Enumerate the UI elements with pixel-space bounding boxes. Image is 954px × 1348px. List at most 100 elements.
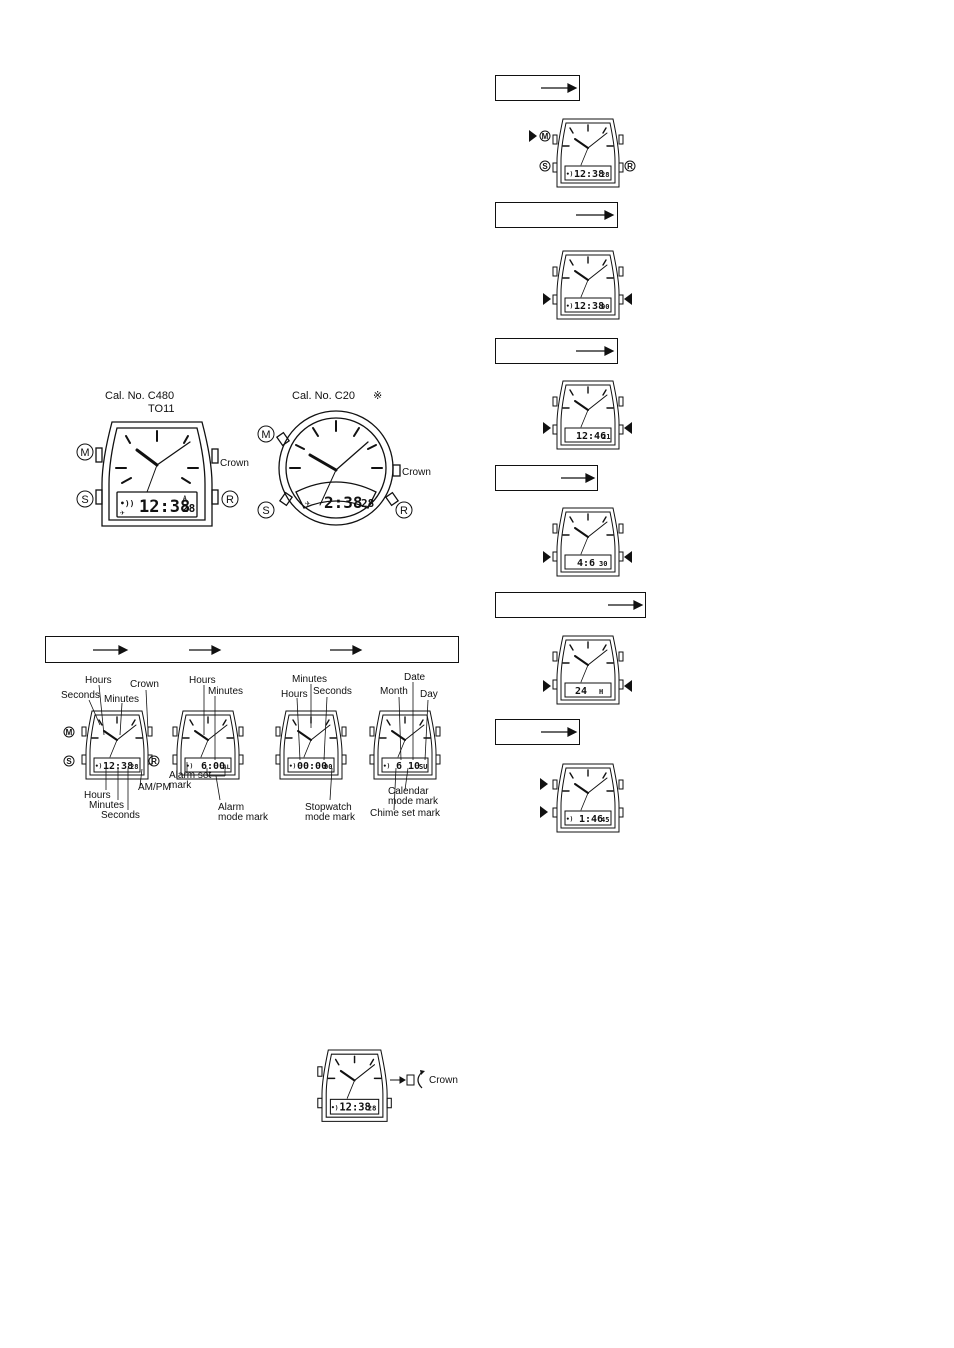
right-lcd-3: 12:46 21 [576,431,610,442]
stopwatch-mode-time: 00:00 [297,761,327,772]
svg-text:•): •) [566,171,573,178]
svg-text:S: S [262,505,269,517]
right-r-icon: R [624,160,636,172]
bottom-lcd: •) 12:38 28 [331,1102,377,1114]
svg-text:4:6: 4:6 [577,558,595,569]
svg-text:M: M [542,132,549,141]
stopwatch-seconds-label: Seconds [313,686,352,697]
svg-text:21: 21 [602,433,610,441]
svg-text:12:38: 12:38 [574,301,604,312]
stopwatch-mode-lcd: •) 00:00 00 [289,761,332,772]
svg-text:45: 45 [601,816,609,824]
c480-time: 12:38 [139,497,190,517]
svg-text:28: 28 [368,1104,377,1113]
right-lcd-1: •) 12:38 28 [566,169,609,180]
svg-text:M: M [66,728,73,737]
alarm-mode-time: 6:00 [201,761,225,772]
time-mode-r-icon: R [148,755,160,767]
mode-sequence-bar [45,636,459,663]
calendar-month-label: Month [380,686,408,697]
svg-text:24: 24 [575,686,587,697]
svg-text:R: R [400,505,408,517]
c20-seconds: 28 [361,497,374,510]
alarm-mode-mark-label-1: Alarm [218,802,245,813]
c480-crown-label: Crown [220,458,249,469]
stopwatch-minutes-label: Minutes [292,674,328,685]
crown-icon [406,1074,415,1086]
stopwatch-hours-label: Hours [281,689,308,700]
svg-text:•): •) [566,303,573,310]
svg-text:•): •) [95,763,102,770]
svg-text:00: 00 [601,303,609,311]
c20-crown-label: Crown [402,467,431,478]
c20-title: Cal. No. C20 [292,390,355,402]
stopwatch-mode-seconds: 00 [324,763,332,771]
calendar-mode-lcd: •) 6 10 SU [383,761,427,772]
calendar-date-label: Date [404,672,426,683]
time-mode-s-icon: S [63,755,75,767]
alarm-mode-lcd: •) 6:00 AL [186,761,231,772]
right-lcd-2: •) 12:38 00 [566,301,609,312]
time-hours-b-label: Hours [84,790,111,801]
stopwatch-mode-mark-label-2: mode mark [305,812,356,823]
button-m-icon[interactable]: M [76,443,94,461]
svg-text:•): •) [186,763,193,770]
svg-text:28: 28 [601,171,609,179]
svg-text:30: 30 [599,560,607,568]
time-ampm-label: AM/PM [138,782,171,793]
c20-button-s-icon[interactable]: S [257,501,275,519]
alarm-hours-label: Hours [189,675,216,686]
svg-text:•): •) [289,763,296,770]
time-seconds-b-label: Seconds [101,810,140,821]
chime-icon: •)) [120,499,134,508]
c20-button-r-icon[interactable]: R [395,501,413,519]
calendar-mode-mark-label-1: Calendar [388,786,429,797]
time-minutes-b-label: Minutes [89,800,125,811]
time-mode-lcd: •) 12:38 28 [95,761,138,772]
svg-text:1:46: 1:46 [579,814,603,825]
calendar-mode-day: SU [419,763,427,771]
right-m-icon: M [539,130,551,142]
right-lcd-4: 4:6 30 [577,558,607,569]
svg-text:H: H [599,688,603,696]
time-minutes-label: Minutes [104,694,140,705]
svg-text:M: M [80,447,89,459]
alarm-set-mark-label-2: mark [169,780,192,791]
c20-lcd: ✈ 2:38 28 [305,493,374,512]
svg-text:•): •) [383,763,390,770]
right-lcd-6: •) 1:46 45 [566,814,609,825]
time-crown-label: Crown [130,679,159,690]
calendar-chime-mark-label: Chime set mark [370,808,441,819]
c20-symbol: ※ [373,390,383,402]
bottom-crown-label: Crown [429,1075,458,1086]
button-s-icon[interactable]: S [76,490,94,508]
alarm-bell-icon: ✈ [120,508,125,517]
svg-text:•): •) [331,1105,339,1112]
time-mode-time: 12:38 [103,761,133,772]
mode-sequence-arrows [93,645,363,655]
c20-button-m-icon[interactable]: M [257,425,275,443]
calendar-day-label: Day [420,689,438,700]
c480-subtitle: TO11 [148,403,175,415]
c20-bell-icon: ✈ [305,499,311,509]
c20-time: 2:38 [324,493,363,512]
alarm-minutes-label: Minutes [208,686,244,697]
svg-text:12:46: 12:46 [576,431,606,442]
svg-text:S: S [542,162,548,171]
svg-text:R: R [226,494,234,506]
time-mode-m-icon: M [63,726,75,738]
svg-text:R: R [627,162,633,171]
button-r-icon[interactable]: R [221,490,239,508]
svg-text:S: S [66,757,72,766]
svg-text:12:38: 12:38 [574,169,604,180]
calendar-mode-mark-label-2: mode mark [388,796,439,807]
right-s-icon: S [539,160,551,172]
calendar-mode-date: 6 10 [396,761,420,772]
svg-text:M: M [261,429,270,441]
